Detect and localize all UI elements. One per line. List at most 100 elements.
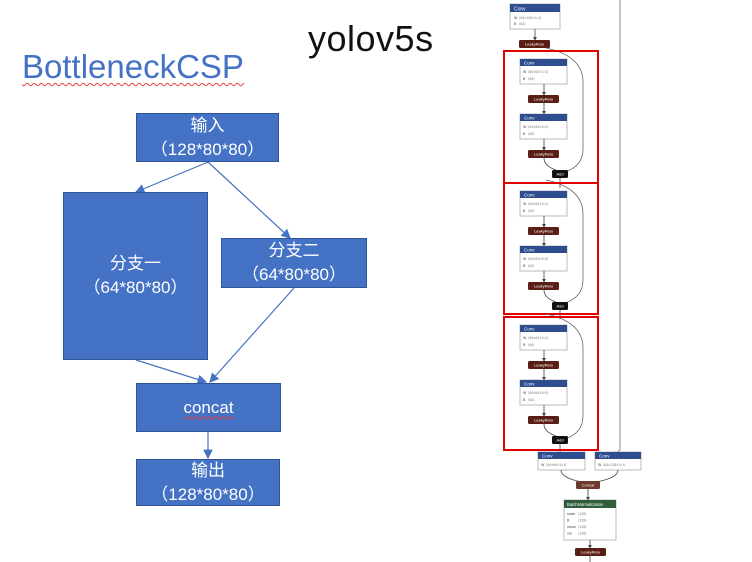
bottleneck-2-conv2-relu-node: LeakyRelu <box>528 416 559 424</box>
bottom-conv-right-w: ⟨64×128×1×1⟩ <box>603 463 626 467</box>
bottom-conv-left-w: ⟨64×64×1×1⟩ <box>546 463 567 467</box>
bottleneck-2-conv1-relu-node: LeakyRelu <box>528 361 559 369</box>
input-shape: （128*80*80） <box>150 139 265 159</box>
bottleneck-0-conv2-relu-node: LeakyRelu <box>528 150 559 158</box>
bottleneck-1-conv2-b: ⟨64⟩ <box>528 264 535 268</box>
svg-text:B: B <box>523 343 526 347</box>
bottom-conv-left-name: Conv <box>542 454 553 459</box>
concat-node: Concat <box>576 481 600 489</box>
svg-text:B: B <box>523 264 526 268</box>
bottleneck-0-conv2-w: ⟨64×64×3×3⟩ <box>528 125 549 129</box>
onnx-graph: Conv W ⟨64×128×1×1⟩ B ⟨64⟩ LeakyRelu Con… <box>503 0 642 562</box>
bottleneck-2-add-label: Add <box>556 438 563 443</box>
svg-text:B: B <box>523 77 526 81</box>
svg-text:W: W <box>523 202 527 206</box>
bn-row-1-val: ⟨128⟩ <box>578 519 587 523</box>
output-box: 输出 （128*80*80） <box>136 459 280 506</box>
bottleneck-1-skip-edge <box>545 179 584 304</box>
bottleneck-2-conv2-relu-label: LeakyRelu <box>534 418 553 423</box>
top-conv-w: ⟨64×128×1×1⟩ <box>519 16 542 20</box>
top-conv-header <box>510 4 560 12</box>
bottleneck-0-skip-edge <box>545 47 584 173</box>
top-relu-label: LeakyRelu <box>525 42 544 47</box>
bottom-conv-right-node: Conv W ⟨64×128×1×1⟩ <box>594 451 642 471</box>
bn-row-0-val: ⟨128⟩ <box>578 512 587 516</box>
bottleneck-2-add-node: Add <box>552 436 568 444</box>
arrow-input-to-branch2 <box>207 161 291 239</box>
bottleneck-0-add-label: Add <box>556 172 563 177</box>
section-title: BottleneckCSP <box>22 48 244 85</box>
bottleneck-0-conv1-b: ⟨64⟩ <box>528 77 535 81</box>
bottleneck-1-conv2-relu-node: LeakyRelu <box>528 282 559 290</box>
batchnorm-name: BatchNormalization <box>567 502 604 507</box>
arrow-branch1-to-concat <box>135 359 208 385</box>
svg-text:W: W <box>523 70 527 74</box>
top-conv-node: Conv W ⟨64×128×1×1⟩ B ⟨64⟩ <box>509 3 561 30</box>
bottleneck-block-0: ConvW⟨64×64×1×1⟩B⟨64⟩LeakyReluConvW⟨64×6… <box>503 47 599 188</box>
branch1-box: 分支一 （64*80*80） <box>63 192 208 360</box>
bottleneck-0-conv1-name: Conv <box>524 61 535 66</box>
bottleneck-2-skip-edge <box>545 313 584 440</box>
svg-text:W: W <box>523 257 527 261</box>
bottleneck-1-conv1-name: Conv <box>524 193 535 198</box>
svg-text:W: W <box>514 16 518 20</box>
page-title: yolov5s <box>308 18 434 59</box>
arrow-input-to-branch1 <box>134 161 209 194</box>
bn-row-0-key: scale <box>567 512 575 516</box>
bottleneck-2-conv1-w: ⟨64×64×1×1⟩ <box>528 336 549 340</box>
bn-row-3-key: var <box>567 532 573 536</box>
bottleneck-2-conv2-b: ⟨64⟩ <box>528 398 535 402</box>
bn-row-1-key: B <box>567 519 570 523</box>
svg-text:W: W <box>523 125 527 129</box>
flow-arrows <box>134 161 295 460</box>
branch2-label: 分支二 <box>268 241 320 261</box>
bottleneck-1-conv1-w: ⟨64×64×1×1⟩ <box>528 202 549 206</box>
bottleneck-2-conv1-b: ⟨64⟩ <box>528 343 535 347</box>
bottleneck-0-conv1-relu-label: LeakyRelu <box>534 97 553 102</box>
concat-label: concat <box>183 397 234 417</box>
bottom-conv-left-node: Conv W ⟨64×64×1×1⟩ <box>537 451 586 471</box>
svg-text:B: B <box>523 398 526 402</box>
bottleneck-0-conv1-relu-node: LeakyRelu <box>528 95 559 103</box>
bottleneck-1-add-label: Add <box>556 304 563 309</box>
branch2-shape: （64*80*80） <box>242 265 346 284</box>
bottleneck-2-conv1-name: Conv <box>524 327 535 332</box>
bottleneck-0-conv2-relu-label: LeakyRelu <box>534 152 553 157</box>
input-box: 输入 （128*80*80） <box>136 113 279 162</box>
arrow-branch2-to-concat <box>209 287 295 383</box>
bottleneck-0-conv2-b: ⟨64⟩ <box>528 132 535 136</box>
top-relu-node: LeakyRelu <box>519 40 550 48</box>
bottleneck-1-add-node: Add <box>552 302 568 310</box>
bottleneck-2-conv1-relu-label: LeakyRelu <box>534 363 553 368</box>
bn-row-2-val: ⟨128⟩ <box>578 525 587 529</box>
bottleneck-2-conv2-name: Conv <box>524 382 535 387</box>
branch1-label: 分支一 <box>110 254 161 274</box>
svg-text:B: B <box>523 209 526 213</box>
bn-row-2-key: mean <box>567 525 576 529</box>
svg-text:W: W <box>523 336 527 340</box>
bottleneck-1-conv1-relu-label: LeakyRelu <box>534 229 553 234</box>
output-label: 输出 <box>191 460 225 480</box>
top-conv-name: Conv <box>514 7 526 13</box>
bottleneck-0-add-node: Add <box>552 170 568 178</box>
svg-text:W: W <box>523 391 527 395</box>
bottleneck-1-conv1-b: ⟨64⟩ <box>528 209 535 213</box>
svg-text:B: B <box>514 22 517 26</box>
bn-row-3-val: ⟨128⟩ <box>578 532 587 536</box>
bottleneck-0-conv1-w: ⟨64×64×1×1⟩ <box>528 70 549 74</box>
bottleneck-2-highlight <box>503 316 599 451</box>
input-label: 输入 <box>190 115 225 135</box>
concat-box: concat <box>136 383 281 432</box>
batchnorm-node: BatchNormalization scale ⟨128⟩ B ⟨128⟩ m… <box>563 499 617 541</box>
branch2-box: 分支二 （64*80*80） <box>221 238 367 288</box>
bottleneck-1-conv2-w: ⟨64×64×3×3⟩ <box>528 257 549 261</box>
top-conv-b: ⟨64⟩ <box>519 22 526 26</box>
bottom-conv-right-name: Conv <box>599 454 610 459</box>
bottleneck-1-conv1-relu-node: LeakyRelu <box>528 227 559 235</box>
final-relu-label: LeakyRelu <box>581 550 600 555</box>
bottleneck-block-1: ConvW⟨64×64×1×1⟩B⟨64⟩LeakyReluConvW⟨64×6… <box>503 179 599 319</box>
